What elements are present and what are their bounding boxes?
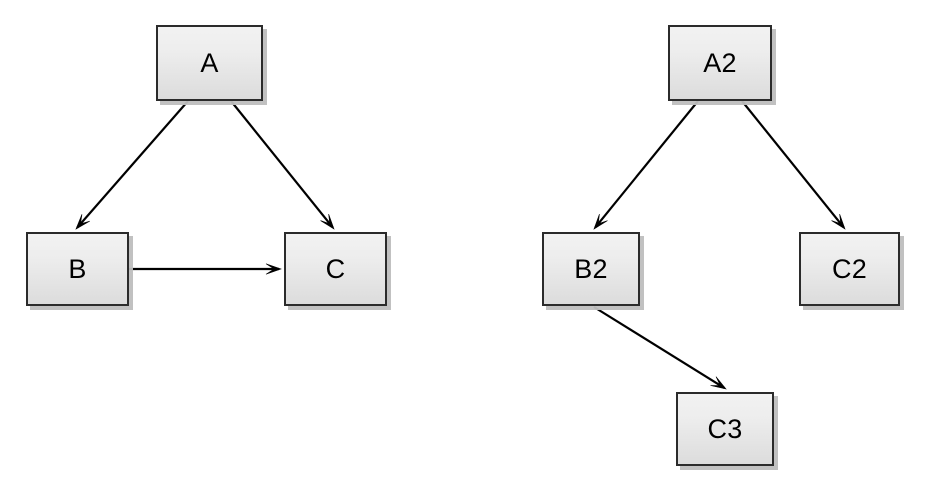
edge-line bbox=[76, 100, 189, 229]
arrowhead-icon bbox=[831, 213, 846, 230]
arrowhead-icon bbox=[593, 213, 608, 230]
edge-b2-to-c3 bbox=[593, 306, 727, 390]
edge-line bbox=[593, 306, 725, 389]
node-label: A bbox=[200, 47, 219, 78]
node-a[interactable]: A bbox=[156, 25, 263, 101]
node-c3[interactable]: C3 bbox=[676, 392, 774, 466]
edge-line bbox=[594, 100, 699, 229]
node-label: B2 bbox=[574, 253, 608, 284]
edge-b-to-c bbox=[129, 263, 282, 275]
node-b2[interactable]: B2 bbox=[542, 232, 640, 306]
node-c[interactable]: C bbox=[284, 232, 387, 306]
arrowhead-icon bbox=[265, 263, 282, 275]
arrowhead-icon bbox=[75, 214, 90, 230]
edge-line bbox=[741, 100, 845, 229]
arrowhead-icon bbox=[710, 376, 727, 390]
arrowhead-icon bbox=[320, 213, 335, 230]
edge-a-to-c bbox=[230, 100, 335, 230]
node-label: C bbox=[325, 253, 346, 284]
node-label: B bbox=[68, 253, 87, 284]
edge-a2-to-c2 bbox=[741, 100, 846, 230]
node-b[interactable]: B bbox=[26, 232, 129, 306]
node-label: C3 bbox=[707, 413, 743, 444]
edge-line bbox=[230, 100, 334, 229]
node-label: C2 bbox=[831, 253, 868, 284]
node-label: A2 bbox=[703, 47, 737, 78]
node-a2[interactable]: A2 bbox=[668, 25, 772, 101]
edge-a-to-b bbox=[75, 100, 189, 230]
edge-a2-to-b2 bbox=[593, 100, 699, 230]
node-c2[interactable]: C2 bbox=[799, 232, 900, 306]
